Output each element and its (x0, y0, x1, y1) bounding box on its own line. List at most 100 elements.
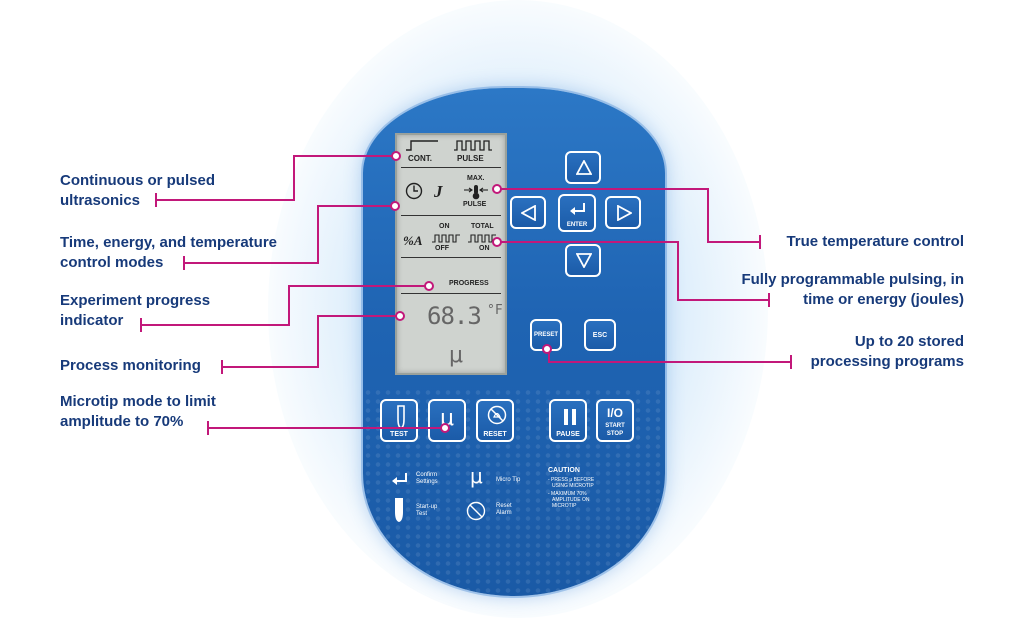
clock-icon (405, 182, 423, 200)
leader-line (183, 262, 319, 264)
legend-confirm-line1: Confirm (416, 472, 438, 478)
callout-monitoring: Process monitoring (60, 356, 201, 376)
lcd-max-label: MAX. (467, 175, 485, 182)
leader-line (207, 427, 442, 429)
left-arrow-button[interactable] (510, 196, 546, 229)
triangle-left-icon (521, 205, 536, 221)
lcd-pulse2-label: PULSE (463, 201, 487, 208)
callout-continuous: Continuous or pulsed ultrasonics (60, 171, 215, 211)
caution-line: AMPLITUDE ON (552, 497, 590, 503)
callout-line: Experiment progress (60, 292, 211, 309)
pause-button[interactable]: PAUSE (549, 399, 587, 442)
leader-line (140, 318, 142, 332)
lcd-total-label: TOTAL (471, 223, 494, 230)
callout-dot (424, 281, 434, 291)
test-button[interactable]: TEST (380, 399, 418, 442)
callout-line: Fully programmable pulsing, in (741, 271, 964, 288)
enter-button[interactable]: ENTER (558, 194, 596, 232)
legend-reset-line1: Reset (496, 503, 512, 509)
callout-line: Process monitoring (60, 357, 201, 374)
leader-line (183, 256, 185, 270)
down-arrow-button[interactable] (565, 244, 601, 277)
callout-dot (542, 344, 552, 354)
triangle-down-icon (576, 253, 592, 268)
start-stop-button[interactable]: I/O START STOP (596, 399, 634, 442)
caution-heading: CAUTION (548, 467, 580, 474)
test-label: TEST (390, 431, 408, 438)
on-off-pulse-icon (432, 234, 460, 243)
leader-line (500, 188, 709, 190)
leader-line (317, 205, 395, 207)
legend-confirm-line2: Settings (416, 479, 438, 485)
reset-alarm-icon (466, 501, 486, 521)
callout-line: Up to 20 stored (854, 333, 964, 350)
temperature-readout: 68.3 (427, 302, 482, 330)
caution-line: MICROTIP (552, 503, 577, 509)
enter-label: ENTER (566, 222, 588, 228)
leader-line (707, 241, 761, 243)
pulse-wave-icon (454, 140, 492, 151)
callout-dot (391, 151, 401, 161)
legend-startup-line1: Start-up (416, 504, 438, 510)
enter-return-icon (392, 473, 407, 485)
callout-progress: Experiment progress indicator (60, 291, 210, 331)
microtip-button[interactable]: μ (428, 399, 466, 442)
legend-startup-line2: Test (416, 511, 428, 517)
probe-icon (395, 498, 403, 522)
leader-line (293, 155, 395, 157)
esc-button[interactable]: ESC (584, 319, 616, 351)
io-symbol: I/O (606, 406, 623, 420)
leader-line (500, 241, 679, 243)
callout-dot (440, 423, 450, 433)
leader-line (548, 352, 550, 363)
leader-line (155, 193, 157, 207)
callout-temperature: True temperature control (742, 232, 964, 252)
right-arrow-button[interactable] (605, 196, 641, 229)
leader-line (548, 361, 792, 363)
lcd-micro-indicator: μ (449, 343, 463, 368)
pause-label: PAUSE (556, 431, 580, 438)
lcd-joule-symbol: J (434, 182, 443, 201)
leader-line (317, 315, 319, 368)
callout-pulsing: Fully programmable pulsing, in time or e… (700, 270, 964, 310)
total-pulse-icon (468, 234, 496, 243)
callout-dot (395, 311, 405, 321)
leader-line (677, 241, 679, 301)
leader-line (221, 366, 319, 368)
callout-line: True temperature control (786, 233, 964, 250)
leader-line (207, 421, 209, 435)
callout-line: Time, energy, and temperature (60, 234, 278, 251)
reset-label: RESET (483, 431, 507, 438)
callout-line: Microtip mode to limit (60, 393, 216, 410)
leader-line (677, 299, 770, 301)
leader-line (790, 355, 792, 369)
callout-line: amplitude to 70% (60, 413, 184, 430)
leader-line (317, 315, 397, 317)
lcd-percent-amplitude: %A (403, 233, 423, 248)
thermometer-icon (464, 185, 488, 200)
lcd-total-on-label: ON (479, 245, 490, 252)
preset-label: PRESET (533, 332, 558, 338)
pause-icon (564, 409, 576, 425)
lcd-divider (401, 257, 501, 258)
reset-button[interactable]: RESET (476, 399, 514, 442)
leader-line (768, 293, 770, 307)
temperature-unit: °F (487, 303, 503, 318)
esc-label: ESC (592, 332, 608, 339)
leader-line (288, 285, 290, 326)
callout-line: processing programs (810, 353, 964, 370)
up-arrow-button[interactable] (565, 151, 601, 184)
lcd-divider (401, 293, 501, 294)
callout-line: Continuous or pulsed (60, 172, 215, 189)
caution-line: - MAXIMUM 70% (548, 491, 587, 497)
preset-button[interactable]: PRESET (530, 319, 562, 351)
reset-alarm-icon (487, 405, 507, 425)
leader-line (221, 360, 223, 374)
probe-icon (397, 405, 405, 429)
lcd-display: CONT. PULSE J MAX. PULSE %A ON OFF TOTAL… (395, 133, 507, 375)
triangle-up-icon (576, 160, 592, 175)
lcd-cont-label: CONT. (408, 154, 432, 163)
callout-modes: Time, energy, and temperature control mo… (60, 233, 277, 273)
callout-stored: Up to 20 stored processing programs (764, 332, 964, 372)
lcd-progress-label: PROGRESS (449, 280, 489, 287)
